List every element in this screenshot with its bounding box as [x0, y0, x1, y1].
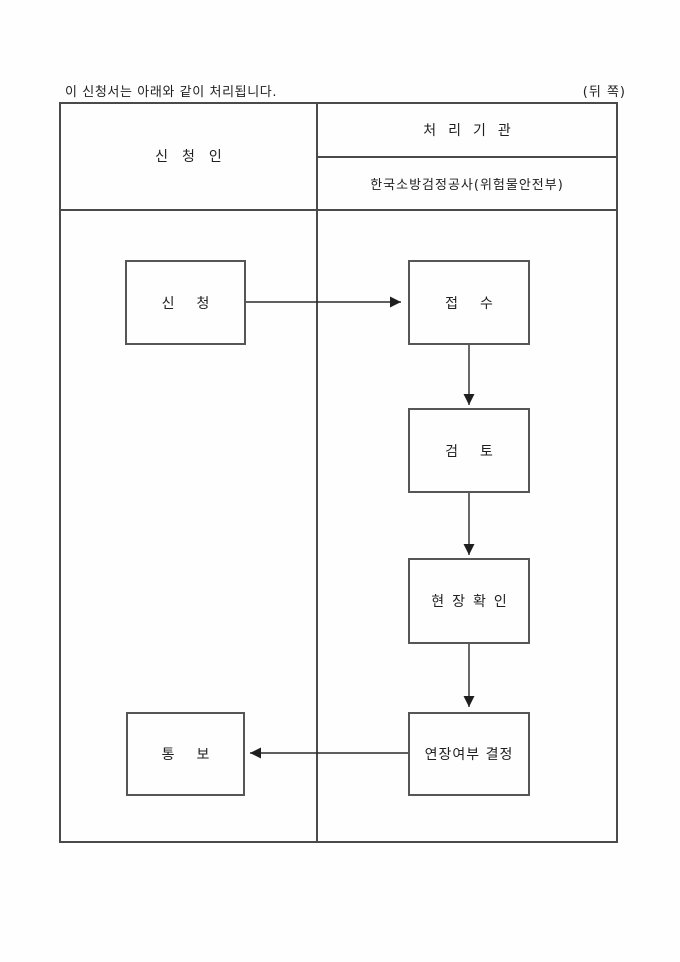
flow-box-notify: 통보 — [126, 712, 245, 796]
flow-box-review: 검토 — [408, 408, 530, 493]
flow-box-receive: 접수 — [408, 260, 530, 345]
column-divider-line — [316, 102, 318, 843]
back-side-label: (뒤 쪽) — [582, 85, 626, 100]
agency-column-header: 처리기관 — [423, 122, 523, 139]
flow-box-apply: 신청 — [125, 260, 246, 345]
process-table-border — [59, 102, 618, 843]
table-header-divider-line — [59, 209, 618, 211]
flow-box-site-check: 현장확인 — [408, 558, 530, 644]
flow-box-decision: 연장여부 결정 — [408, 712, 530, 796]
applicant-column-header: 신청인 — [155, 149, 236, 165]
agency-header-divider-line — [317, 156, 618, 158]
processing-note: 이 신청서는 아래와 같이 처리됩니다. — [65, 85, 278, 100]
agency-name: 한국소방검정공사(위험물안전부) — [370, 177, 564, 193]
